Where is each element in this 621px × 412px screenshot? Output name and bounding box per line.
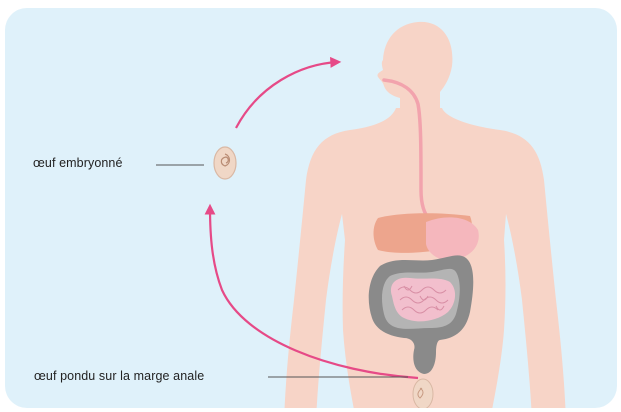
laid-egg [413, 379, 433, 409]
embryonated-egg [214, 147, 236, 179]
egg-icon [214, 147, 236, 179]
label-laid-egg: œuf pondu sur la marge anale [34, 369, 204, 383]
label-embryonated-egg: œuf embryonné [33, 156, 123, 170]
curved-arrow-icon [236, 62, 338, 128]
